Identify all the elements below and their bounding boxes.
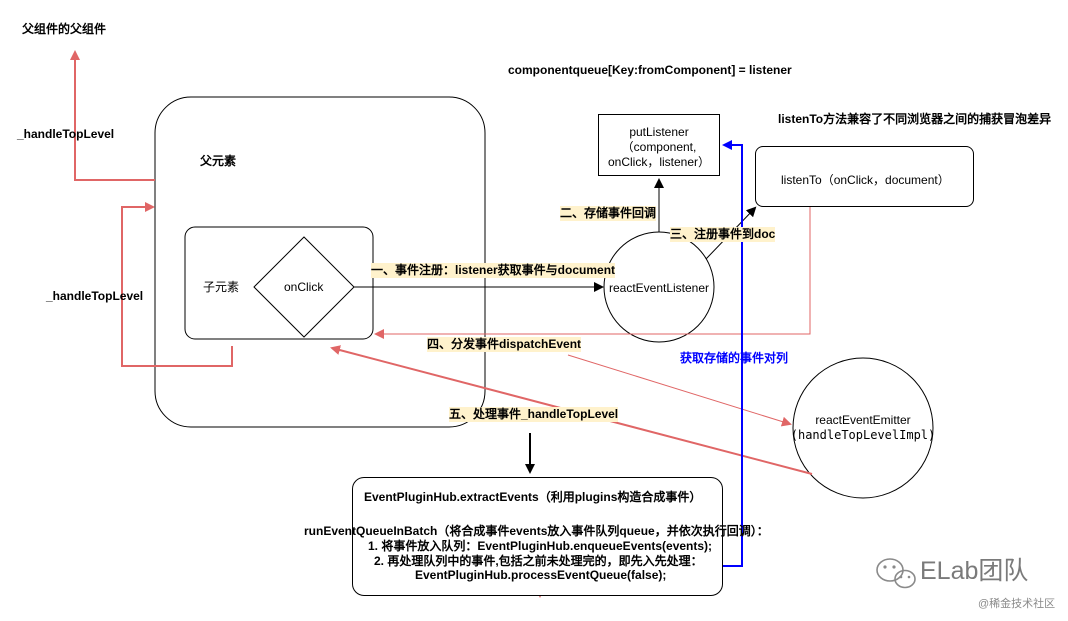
react-event-emitter-line1: reactEventEmitter — [815, 413, 911, 427]
get-stored-queue-label: 获取存储的事件对列 — [680, 351, 789, 365]
step4-label: 四、分发事件dispatchEvent — [427, 337, 582, 352]
put-listener-line3: onClick，listener） — [607, 155, 711, 169]
handle-top-level-label-top: _handleTopLevel — [17, 127, 115, 141]
step5-label: 五、处理事件_handleTopLevel — [449, 407, 619, 422]
listen-to-node: listenTo（onClick，document） — [755, 146, 974, 207]
parent-to-grandparent-arrow — [70, 50, 155, 181]
put-listener-node: putListener （component, onClick，listener… — [598, 114, 720, 176]
parent-element-label: 父元素 — [200, 154, 237, 168]
step3-label: 三、注册事件到doc — [670, 227, 776, 242]
step1-label: 一、事件注册：listener获取事件与document — [371, 263, 616, 278]
step4-dispatch-arrow — [567, 354, 792, 427]
event-plugin-hub-node — [352, 477, 723, 596]
watermark-source: @稀金技术社区 — [978, 598, 1056, 610]
get-stored-queue-arrow — [722, 140, 743, 567]
child-to-parent-arrow — [121, 202, 233, 367]
react-event-emitter-line2: (handleTopLevelImpl) — [790, 428, 936, 442]
grandparent-label: 父组件的父组件 — [22, 22, 107, 36]
put-listener-line1: putListener — [629, 125, 689, 139]
hub-line3: 1. 将事件放入队列：EventPluginHub.enqueueEvents(… — [368, 539, 713, 553]
listen-to-note: listenTo方法兼容了不同浏览器之间的捕获冒泡差异 — [778, 112, 1052, 126]
handle-top-level-label-bottom: _handleTopLevel — [46, 289, 144, 303]
hub-line5: EventPluginHub.processEventQueue(false); — [415, 568, 667, 582]
listen-to-text: listenTo（onClick，document） — [781, 173, 950, 187]
react-event-emitter-circle — [792, 357, 934, 499]
hub-line2: runEventQueueInBatch（将合成事件events放入事件队列qu… — [304, 524, 769, 538]
child-element-label: 子元素 — [203, 280, 240, 294]
watermark-brand: ELab团队 — [920, 557, 1029, 585]
onclick-diamond — [253, 236, 355, 338]
component-queue-label: componentqueue[Key:fromComponent] = list… — [508, 63, 792, 77]
react-event-listener-label: reactEventListener — [608, 281, 710, 295]
onclick-label: onClick — [284, 280, 324, 294]
step2-label: 二、存储事件回调 — [560, 206, 657, 221]
hub-line1: EventPluginHub.extractEvents（利用plugins构造… — [364, 490, 702, 504]
step4-return-arrow — [374, 207, 811, 339]
hub-line4: 2. 再处理队列中的事件,包括之前未处理完的，即先入先处理： — [374, 554, 703, 568]
put-listener-line2: （component, — [621, 140, 697, 154]
